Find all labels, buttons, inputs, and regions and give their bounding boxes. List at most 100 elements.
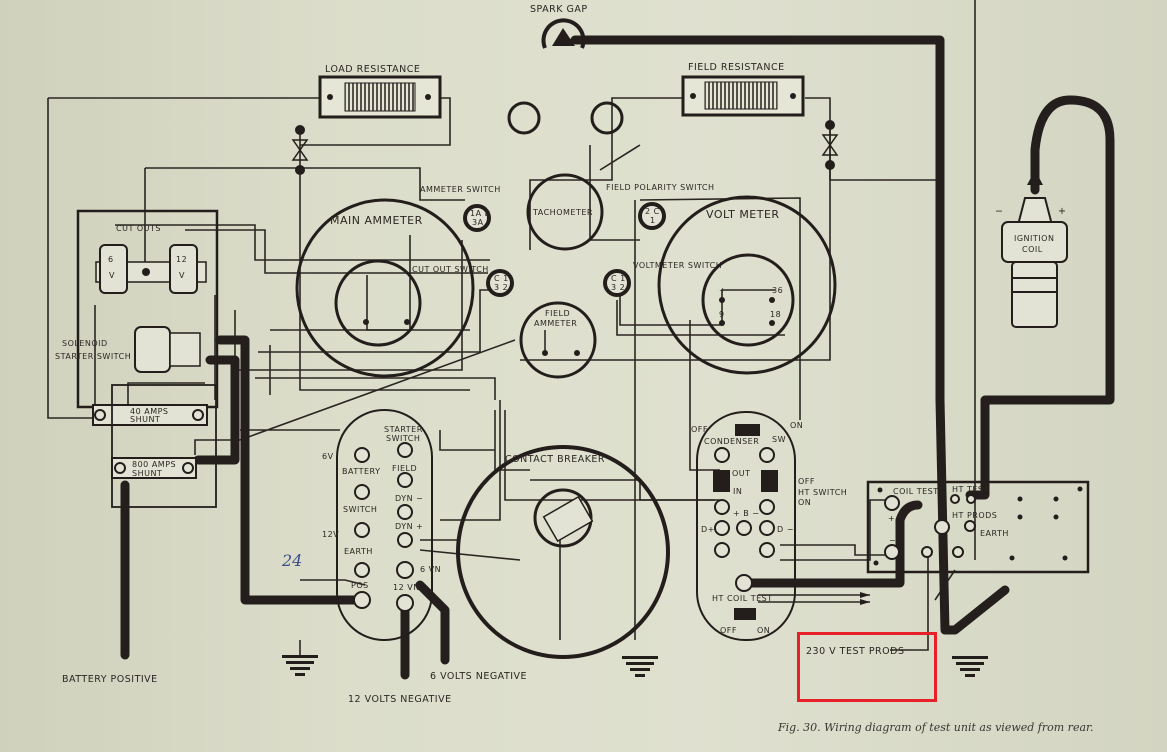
terminal-label: + <box>719 286 726 295</box>
contact-breaker-label: CONTACT BREAKER <box>505 454 605 465</box>
switch-mark: C 1 <box>611 274 626 283</box>
contact-breaker: CONTACT BREAKER <box>456 445 670 659</box>
spark-gap: SPARK GAP <box>530 4 588 49</box>
switch-mark: C 1 <box>494 274 509 283</box>
switch-mark: 3A <box>472 218 484 227</box>
terminal-label: EARTH <box>344 547 373 556</box>
cut-outs-assembly: 6 V 12 V CUT OUTS SOLENOID STARTER SWITC… <box>55 209 219 508</box>
heavy-leads <box>120 35 1115 680</box>
terminal-label: SWITCH <box>343 505 377 514</box>
field-ammeter-label: AMMETER <box>534 319 577 328</box>
ht-switch-label: HT SWITCH <box>798 488 847 497</box>
field-ammeter-label: FIELD <box>545 309 570 318</box>
load-resistance-label: LOAD RESISTANCE <box>325 64 420 75</box>
test-panel: COIL TEST HT TEST HT PRODS EARTH + − <box>866 480 1090 574</box>
terminal-label: STARTER <box>384 425 423 434</box>
panel-label: OFF <box>691 425 708 434</box>
terminal-label: DYN − <box>395 494 423 503</box>
switch-mark: 3 2 <box>494 283 508 292</box>
ignition-coil: IGNITION COIL − + <box>995 170 1068 328</box>
field-resistance: FIELD RESISTANCE <box>681 62 805 117</box>
field-resistance-label: FIELD RESISTANCE <box>688 62 785 73</box>
earth-symbols <box>282 640 988 677</box>
cutout-6v-label: 6 <box>108 255 114 264</box>
panel-label: D − <box>777 525 794 534</box>
terminal-label: 12V <box>322 530 339 539</box>
fuse-right <box>821 120 839 170</box>
panel-label: D+ <box>701 525 715 534</box>
test-panel-label: HT TEST <box>952 485 989 494</box>
volt-meter-label: VOLT METER <box>706 208 780 221</box>
earth-icon <box>282 640 318 676</box>
main-ammeter-label: MAIN AMMETER <box>330 214 423 227</box>
terminal-label: 9 <box>719 310 725 319</box>
handwritten-note: 24 <box>281 551 302 570</box>
test-panel-label: − <box>889 536 896 545</box>
ignition-coil-label: COIL <box>1022 245 1043 254</box>
twelve-volts-negative-label: 12 VOLTS NEGATIVE <box>348 694 452 705</box>
panel-label: ON <box>790 421 803 430</box>
fuse-left <box>291 125 309 175</box>
terminal-label: BATTERY <box>342 467 380 476</box>
panel-label: CONDENSER <box>704 437 759 446</box>
cutout-12v-label: V <box>179 271 185 280</box>
panel-label: OFF <box>720 626 737 635</box>
test-panel-label: COIL TEST <box>893 487 939 496</box>
shunt-40-label: 40 AMPS <box>130 407 169 416</box>
coil-terminal-label: − <box>995 206 1003 217</box>
test-panel-label: + <box>888 514 895 523</box>
shunt-40-label: SHUNT <box>130 415 160 424</box>
shunt-800-label: 800 AMPS <box>132 460 176 469</box>
knob-hole <box>507 101 541 135</box>
load-resistance: LOAD RESISTANCE <box>318 64 442 119</box>
ignition-coil-label: IGNITION <box>1014 234 1054 243</box>
highlight-box <box>797 632 937 702</box>
ammeter-switch: 1A B 3A AMMETER SWITCH <box>420 185 500 232</box>
panel-label: HT COIL TEST <box>712 594 773 603</box>
tachometer-label: TACHOMETER <box>532 208 593 217</box>
terminal-label: FIELD <box>392 464 417 473</box>
volt-meter: + 36 9 18 VOLT METER <box>657 195 837 375</box>
main-ammeter: MAIN AMMETER <box>295 198 475 378</box>
terminal-label: 6V <box>322 452 334 461</box>
solenoid-label: STARTER SWITCH <box>55 352 131 361</box>
terminal-label: POS <box>351 581 369 590</box>
field-polarity-switch-label: FIELD POLARITY SWITCH <box>606 183 715 192</box>
switch-mark: 1 <box>650 216 656 225</box>
cutout-6v-label: V <box>109 271 115 280</box>
coil-terminal-label: + <box>1058 206 1066 217</box>
left-terminal-panel: STARTER SWITCH 6V BATTERY FIELD DYN − SW… <box>281 409 441 641</box>
cutout-12v-label: 12 <box>176 255 187 264</box>
test-panel-label: EARTH <box>980 529 1009 538</box>
voltmeter-switch-label: VOLTMETER SWITCH <box>633 261 722 270</box>
ht-switch-label: ON <box>798 498 811 507</box>
switch-mark: 3 2 <box>611 283 625 292</box>
solenoid-label: SOLENOID <box>62 339 108 348</box>
terminal-label: 12 VN <box>393 583 420 592</box>
terminal-label: 18 <box>770 310 781 319</box>
tachometer: TACHOMETER <box>526 173 604 251</box>
switch-mark: 1A B <box>470 209 491 218</box>
knob-hole <box>590 101 624 135</box>
terminal-label: DYN + <box>395 522 423 531</box>
shunt-800-label: SHUNT <box>132 469 162 478</box>
test-panel-label: HT PRODS <box>952 511 997 520</box>
field-polarity-switch: 2 C 1 FIELD POLARITY SWITCH <box>606 183 715 230</box>
panel-label: + B − <box>733 509 759 518</box>
spark-gap-label: SPARK GAP <box>530 4 588 15</box>
panel-label: ON <box>757 626 770 635</box>
switch-mark: 2 C <box>645 207 660 216</box>
figure-caption: Fig. 30. Wiring diagram of test unit as … <box>777 721 1094 734</box>
six-volts-negative-label: 6 VOLTS NEGATIVE <box>430 671 527 682</box>
panel-label: SW <box>772 435 786 444</box>
cut-outs-label: CUT OUTS <box>116 224 161 233</box>
terminal-label: 36 <box>772 286 783 295</box>
earth-icon <box>622 656 658 677</box>
cut-out-switch: C 1 3 2 CUT OUT SWITCH <box>412 265 514 297</box>
earth-icon <box>952 656 988 677</box>
battery-positive-label: BATTERY POSITIVE <box>62 674 158 685</box>
field-ammeter: FIELD AMMETER <box>519 301 597 379</box>
right-switch-panel: OFF ON CONDENSER SW OUT IN OFF HT SWITCH… <box>691 411 870 641</box>
